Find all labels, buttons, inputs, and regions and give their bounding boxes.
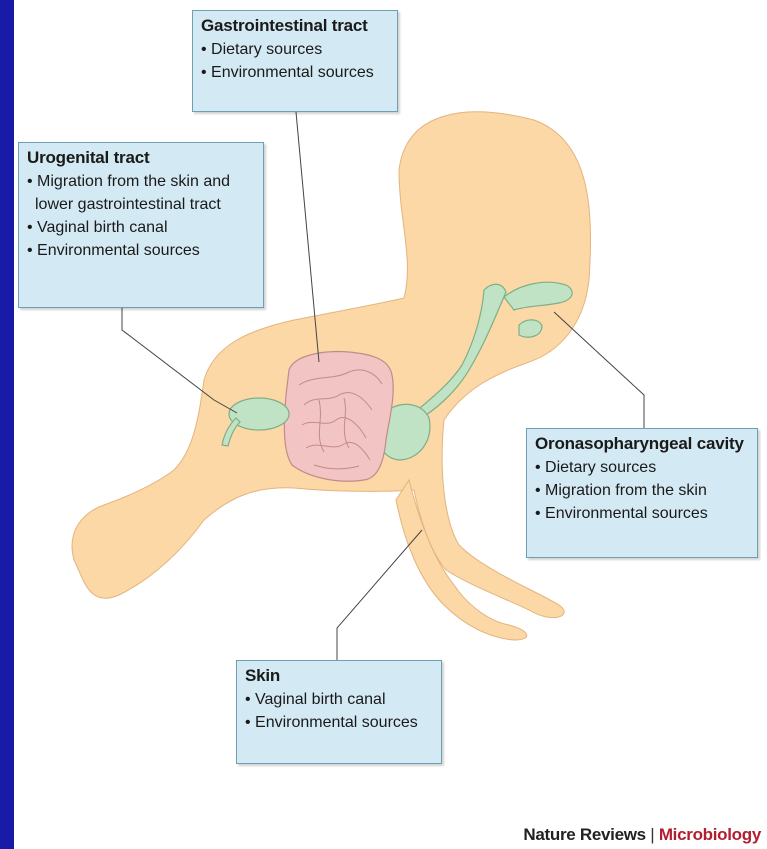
label-item: Migration from the skin — [535, 479, 749, 502]
journal-name: Nature Reviews — [523, 825, 645, 844]
label-title: Skin — [245, 666, 433, 686]
credit-separator: | — [650, 825, 654, 844]
journal-credit: Nature Reviews | Microbiology — [523, 825, 761, 845]
journal-section: Microbiology — [659, 825, 761, 844]
label-urogenital-tract: Urogenital tract Migration from the skin… — [18, 142, 264, 308]
label-item: Environmental sources — [27, 239, 255, 262]
label-item: Dietary sources — [535, 456, 749, 479]
label-skin: Skin Vaginal birth canal Environmental s… — [236, 660, 442, 764]
label-item: Environmental sources — [245, 711, 433, 734]
label-item: Dietary sources — [201, 38, 389, 61]
label-item: Migration from the skin and lower gastro… — [27, 170, 255, 216]
label-gastrointestinal-tract: Gastrointestinal tract Dietary sources E… — [192, 10, 398, 112]
label-title: Oronasopharyngeal cavity — [535, 434, 749, 454]
label-item: Vaginal birth canal — [27, 216, 255, 239]
label-title: Gastrointestinal tract — [201, 16, 389, 36]
label-item: Environmental sources — [201, 61, 389, 84]
intestines — [284, 352, 393, 482]
label-item: Environmental sources — [535, 502, 749, 525]
label-oronasopharyngeal-cavity: Oronasopharyngeal cavity Dietary sources… — [526, 428, 758, 558]
diagram-canvas: Gastrointestinal tract Dietary sources E… — [14, 0, 767, 849]
label-item: Vaginal birth canal — [245, 688, 433, 711]
label-title: Urogenital tract — [27, 148, 255, 168]
